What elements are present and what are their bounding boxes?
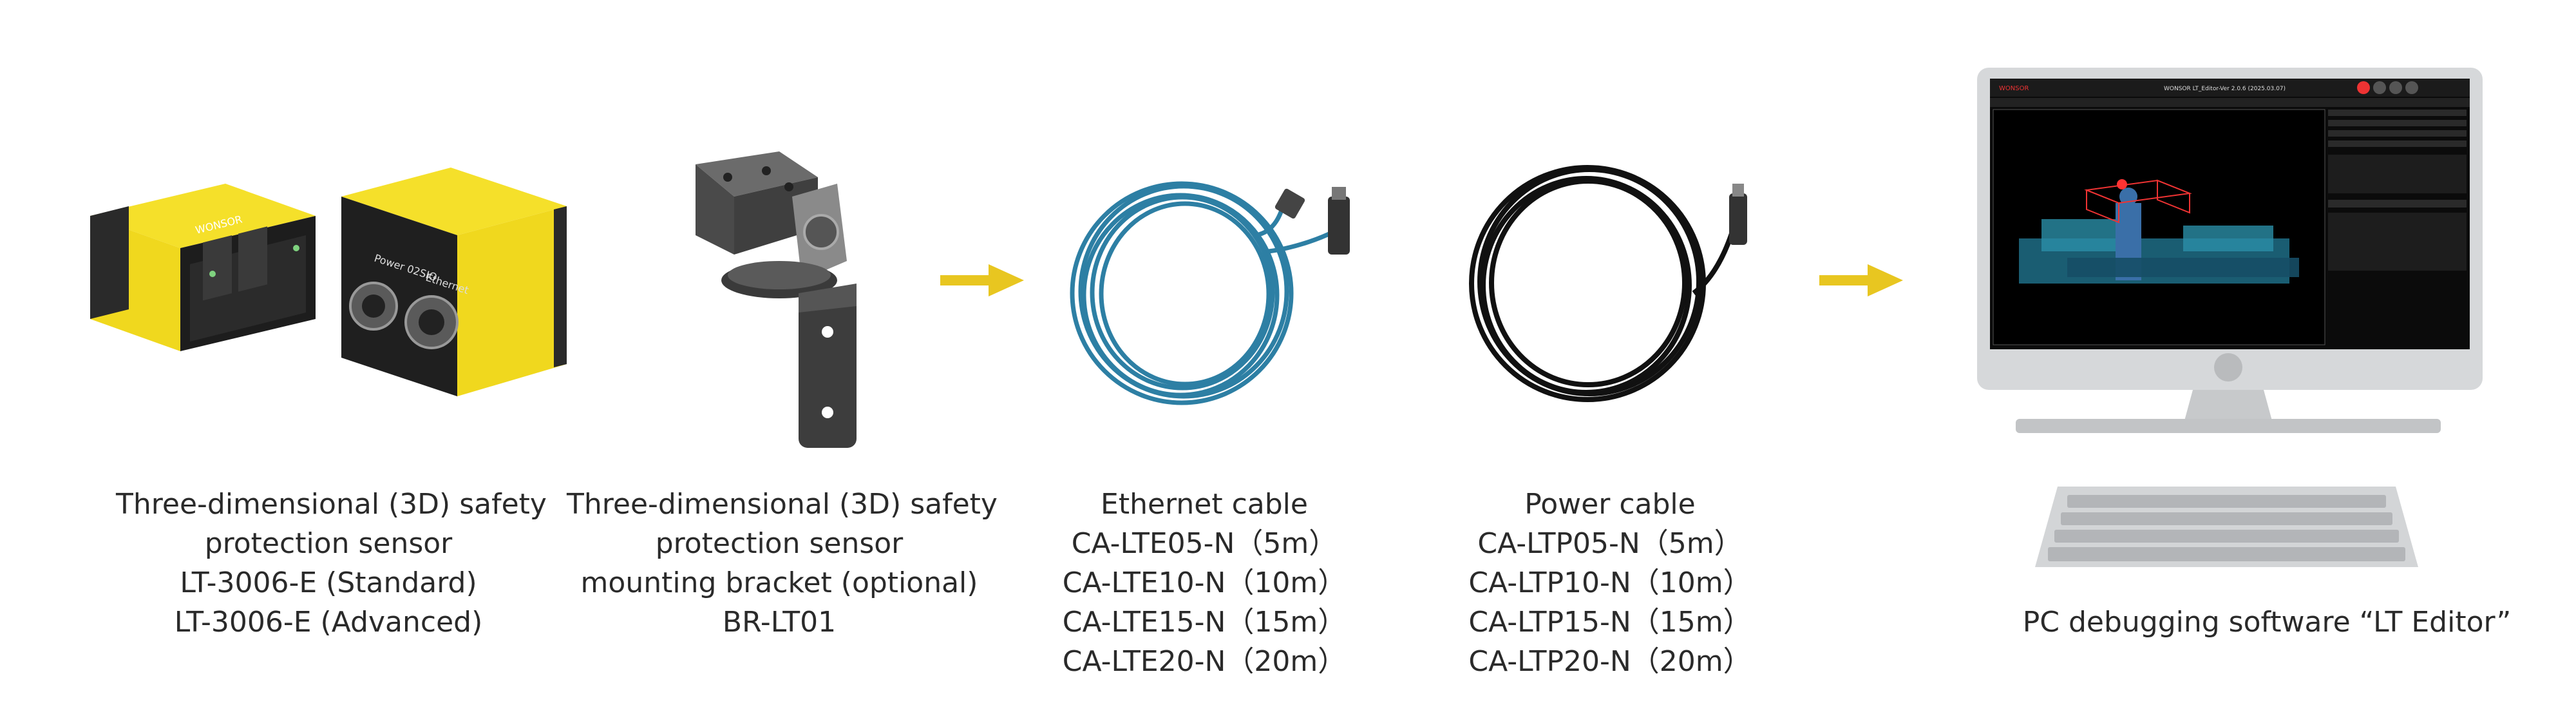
pc-illustration: WONSOR WONSOR LT_Editor-Ver 2.0.6 (2025.… bbox=[1977, 68, 2483, 567]
flow-arrow-1 bbox=[940, 264, 1024, 296]
lt-editor-title: WONSOR LT_Editor-Ver 2.0.6 (2025.03.07) bbox=[2164, 86, 2286, 92]
power-cable-caption: Power cable CA-LTP05-N（5m） CA-LTP10-N（10… bbox=[1468, 488, 1752, 678]
ethernet-cable-caption: Ethernet cable CA-LTE05-N（5m） CA-LTE10-N… bbox=[1062, 488, 1347, 678]
sensor-unit-front: WONSOR bbox=[90, 184, 316, 351]
sensor-caption: Three-dimensional (3D) safety protection… bbox=[116, 488, 547, 639]
point-cloud bbox=[2019, 188, 2299, 284]
sensor-illustration: WONSOR Power 02SIO Ethernet bbox=[90, 168, 567, 396]
pc-software-caption: PC debugging software “LT Editor” bbox=[2022, 606, 2512, 639]
bracket-illustration bbox=[696, 151, 857, 448]
power-cable-illustration bbox=[1469, 165, 1747, 402]
lt-editor-brand: WONSOR bbox=[1999, 85, 2029, 92]
sensor-unit-back: Power 02SIO Ethernet bbox=[341, 168, 567, 396]
keyboard bbox=[2035, 487, 2418, 567]
ethernet-cable-illustration bbox=[1070, 181, 1350, 405]
bracket-caption: Three-dimensional (3D) safety protection… bbox=[567, 488, 998, 639]
flow-arrow-2 bbox=[1819, 264, 1903, 296]
lt-editor-settings-panel bbox=[2328, 110, 2467, 271]
